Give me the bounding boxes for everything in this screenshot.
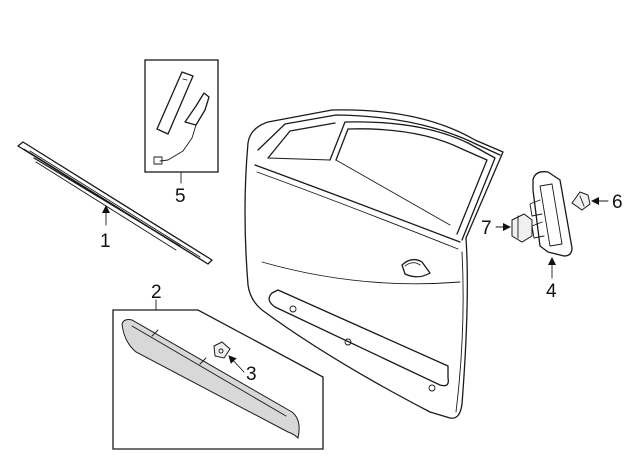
callout-7: 7 [481,218,492,239]
callout-2: 2 [151,282,162,303]
harness-inset-box [144,59,219,173]
leader-lines [102,171,609,373]
pin-part-6 [571,191,591,211]
end-cap-part [529,171,573,257]
lower-molding-box [112,309,324,450]
callout-1: 1 [100,231,111,252]
callout-3: 3 [246,364,257,385]
callout-4: 4 [546,281,557,302]
callout-6: 6 [612,192,623,213]
clip-part-7 [511,213,533,243]
callout-5: 5 [175,186,186,207]
front-door-shell [244,109,504,419]
